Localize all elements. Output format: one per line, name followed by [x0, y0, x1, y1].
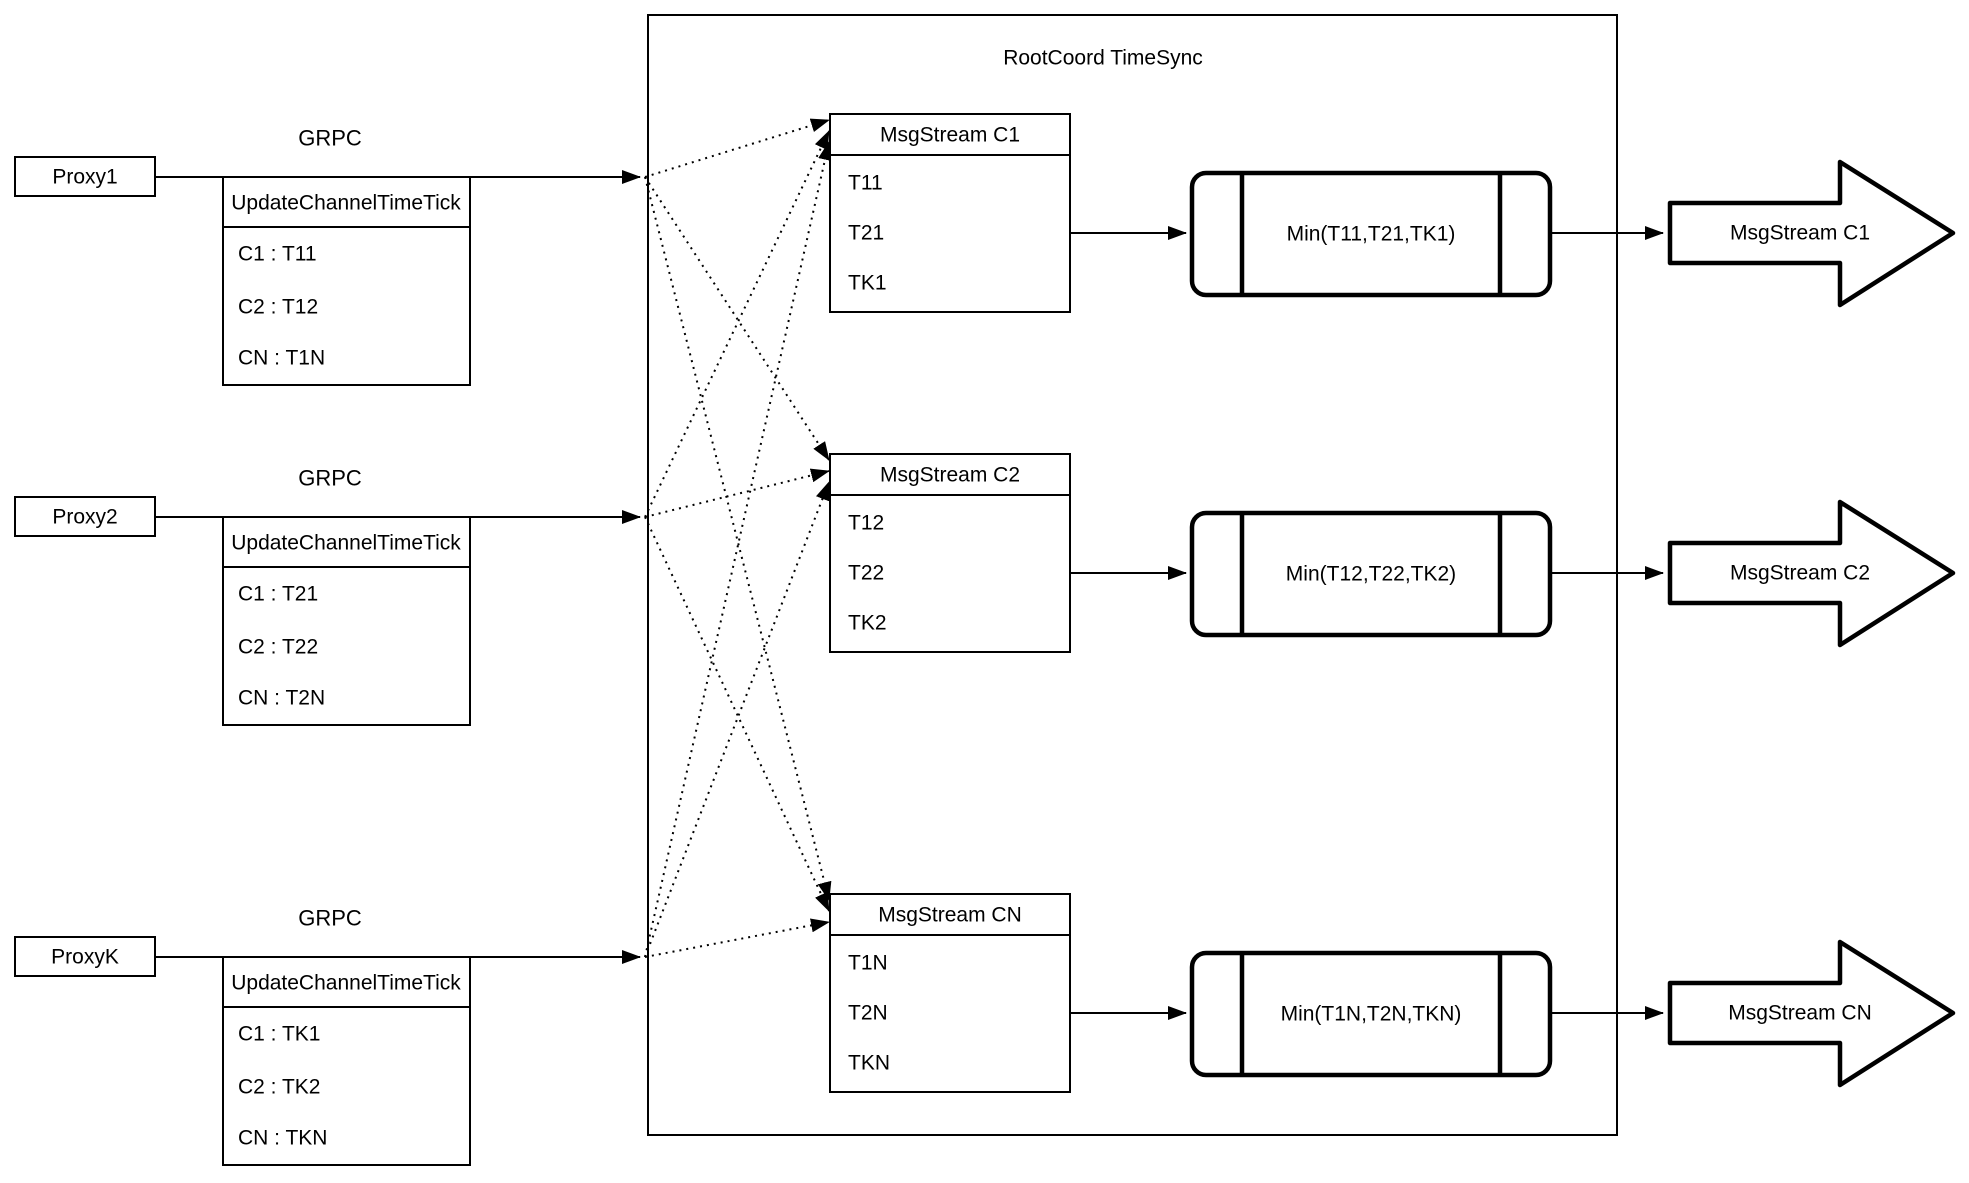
update-table-1-header: UpdateChannelTimeTick [231, 192, 461, 215]
timetick-fanout-arrows [644, 118, 832, 958]
output-arrow-3: MsgStream CN [1667, 939, 1956, 1088]
output-arrow-2: MsgStream C2 [1667, 499, 1956, 648]
update-table-3-frame [222, 956, 471, 1166]
update-table-2: UpdateChannelTimeTick C1 : T21 C2 : T22 … [222, 516, 471, 726]
output-arrow-2-label: MsgStream C2 [1730, 562, 1870, 585]
stream-row-2: MsgStream C2 T12 T22 TK2 Min(T12,T22,TK2… [829, 453, 1956, 653]
update-table-1-row-c2: C2 : T12 [238, 296, 318, 319]
output-arrow-1-label: MsgStream C1 [1730, 222, 1870, 245]
msgstream-table-2-row-3: TK2 [848, 612, 887, 635]
min-box-1: Min(T11,T21,TK1) [1189, 170, 1553, 298]
msgstream-table-1: MsgStream C1 T11 T21 TK1 [829, 113, 1071, 313]
update-table-1-row-c1: C1 : T11 [238, 243, 317, 266]
dotted-arrow-p2-cn [644, 516, 830, 912]
min-box-3-label: Min(T1N,T2N,TKN) [1281, 1003, 1462, 1026]
update-table-2-frame [222, 516, 471, 726]
proxy-row-2: Proxy2 GRPC UpdateChannelTimeTick C1 : T… [14, 466, 641, 726]
msgstream-table-1-row-2: T21 [848, 222, 884, 245]
update-table-2-row-c1: C1 : T21 [238, 583, 318, 606]
output-arrow-2-shape [1667, 499, 1956, 648]
msgstream-table-3-row-3: TKN [848, 1052, 890, 1075]
msgstream-table-3: MsgStream CN T1N T2N TKN [829, 893, 1071, 1093]
msgstream-table-2-row-1: T12 [848, 512, 884, 535]
update-table-3-row-c1: C1 : TK1 [238, 1023, 320, 1046]
proxy2-label: Proxy2 [52, 506, 117, 529]
msgstream-table-1-frame [829, 113, 1071, 313]
proxyk-label: ProxyK [51, 946, 119, 969]
min-box-1-label: Min(T11,T21,TK1) [1287, 223, 1456, 246]
proxy2-box [14, 496, 156, 537]
update-table-3-header: UpdateChannelTimeTick [231, 972, 461, 995]
proxy2-grpc-label: GRPC [298, 466, 362, 491]
msgstream-table-3-header: MsgStream CN [878, 904, 1022, 927]
rootcoord-title: RootCoord TimeSync [1003, 47, 1203, 70]
proxyk-grpc-label: GRPC [298, 906, 362, 931]
update-table-2-header: UpdateChannelTimeTick [231, 532, 461, 555]
min-box-2: Min(T12,T22,TK2) [1189, 510, 1553, 638]
msgstream-table-1-header: MsgStream C1 [880, 124, 1020, 147]
update-table-3: UpdateChannelTimeTick C1 : TK1 C2 : TK2 … [222, 956, 471, 1166]
msgstream-table-2-frame [829, 453, 1071, 653]
output-arrow-1-shape [1667, 159, 1956, 308]
msgstream-table-3-row-2: T2N [848, 1002, 888, 1025]
msgstream-table-1-row-3: TK1 [848, 272, 887, 295]
update-table-2-row-cn: CN : T2N [238, 687, 325, 710]
msgstream-table-1-row-1: T11 [848, 172, 883, 195]
proxy-row-1: Proxy1 GRPC UpdateChannelTimeTick C1 : T… [14, 126, 641, 386]
msgstream-table-2-row-2: T22 [848, 562, 884, 585]
msgstream-table-3-frame [829, 893, 1071, 1093]
msgstream-table-2-header: MsgStream C2 [880, 464, 1020, 487]
proxy1-box [14, 156, 156, 197]
stream-row-3: MsgStream CN T1N T2N TKN Min(T1N,T2N,TKN… [829, 893, 1956, 1093]
dotted-arrow-p2-c1 [644, 130, 830, 518]
proxyk-box [14, 936, 156, 977]
output-arrow-3-label: MsgStream CN [1728, 1002, 1872, 1025]
output-arrow-3-shape [1667, 939, 1956, 1088]
min-box-3: Min(T1N,T2N,TKN) [1189, 950, 1553, 1078]
update-table-1: UpdateChannelTimeTick C1 : T11 C2 : T12 … [222, 176, 471, 386]
dotted-arrow-pk-c2 [644, 481, 830, 958]
msgstream-table-2: MsgStream C2 T12 T22 TK2 [829, 453, 1071, 653]
proxy1-label: Proxy1 [52, 166, 117, 189]
dotted-arrow-p1-c2 [644, 176, 830, 461]
update-table-2-row-c2: C2 : T22 [238, 636, 318, 659]
proxy-row-3: ProxyK GRPC UpdateChannelTimeTick C1 : T… [14, 906, 641, 1166]
update-table-3-row-cn: CN : TKN [238, 1127, 327, 1150]
proxy1-grpc-label: GRPC [298, 126, 362, 151]
update-table-3-row-c2: C2 : TK2 [238, 1076, 320, 1099]
stream-row-1: MsgStream C1 T11 T21 TK1 Min(T11,T21,TK1… [829, 113, 1956, 313]
msgstream-table-3-row-1: T1N [848, 952, 888, 975]
min-box-2-label: Min(T12,T22,TK2) [1286, 563, 1456, 586]
output-arrow-1: MsgStream C1 [1667, 159, 1956, 308]
update-table-1-row-cn: CN : T1N [238, 347, 325, 370]
update-table-1-frame [222, 176, 471, 386]
